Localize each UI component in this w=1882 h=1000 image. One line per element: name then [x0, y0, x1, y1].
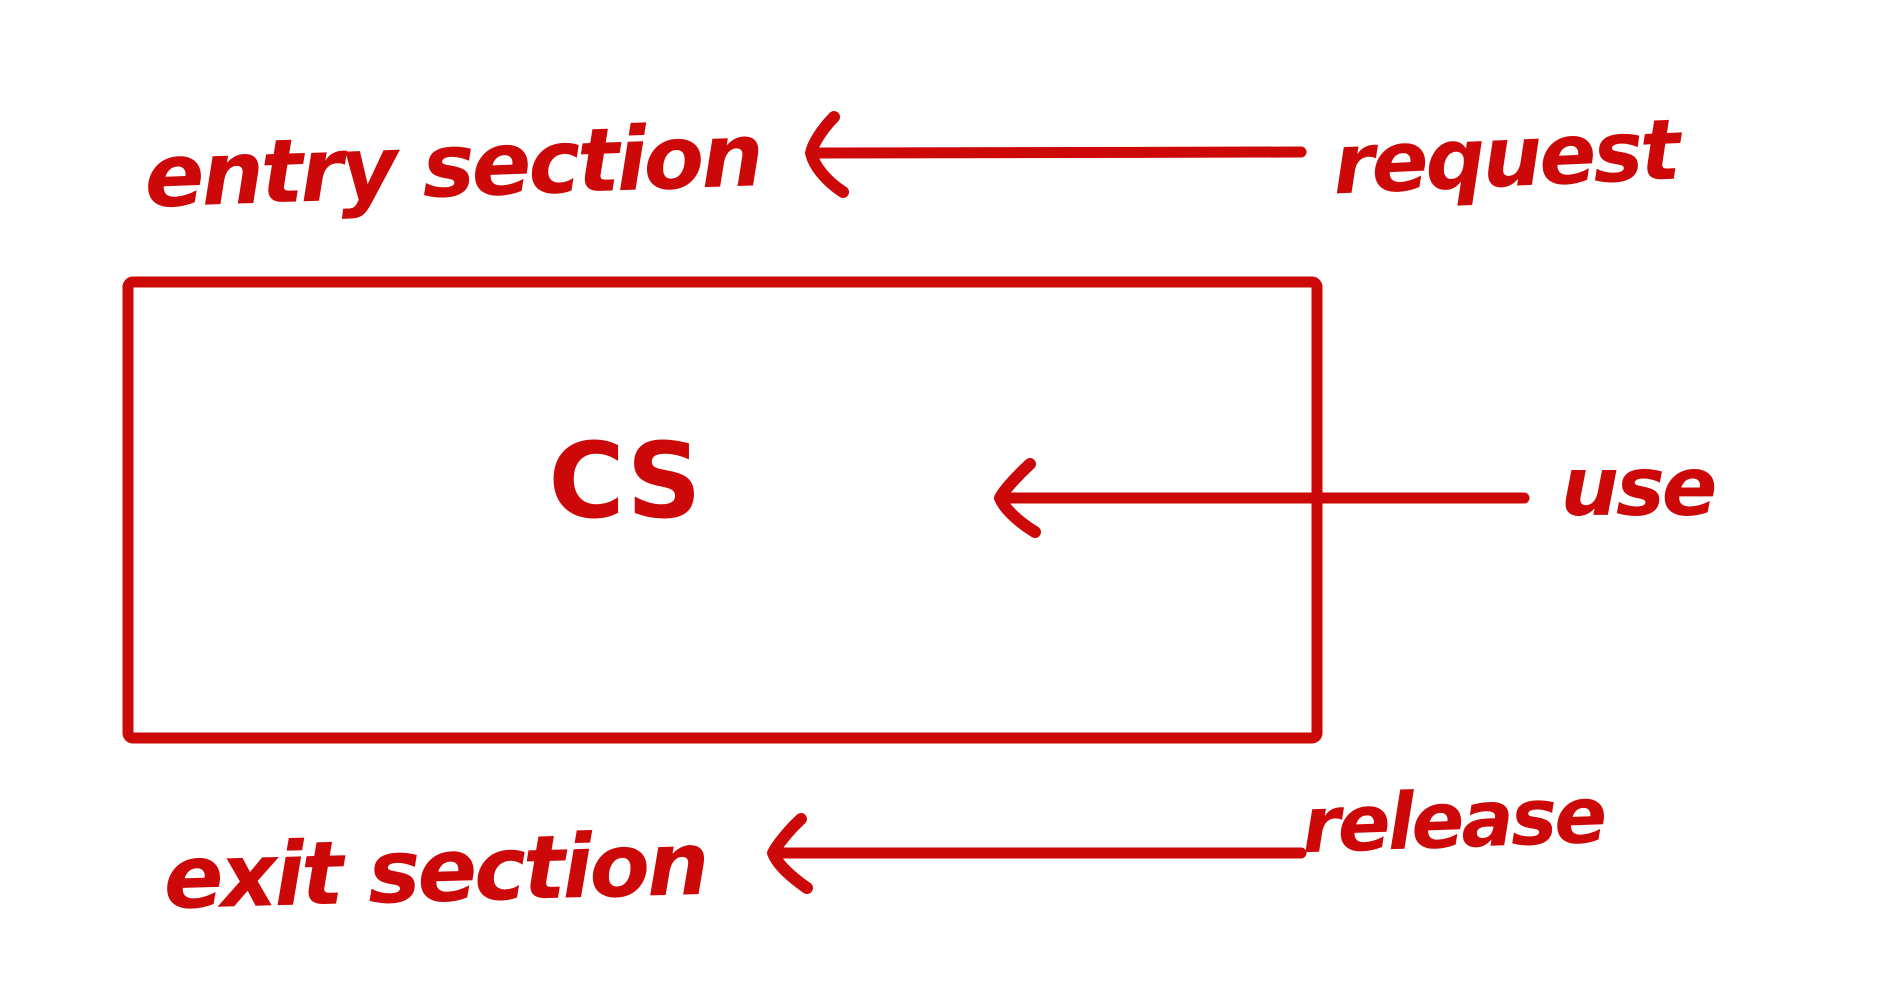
exit-section-label: exit section	[162, 811, 708, 929]
release-label: release	[1300, 770, 1606, 871]
request-label: request	[1330, 100, 1680, 214]
critical-section-label: CS	[548, 419, 702, 542]
release-arrow-icon	[767, 813, 1307, 894]
use-label: use	[1560, 439, 1718, 535]
critical-section-box	[122, 276, 1323, 744]
request-arrow-icon	[805, 111, 1307, 198]
entry-section-label: entry section	[142, 102, 763, 228]
use-arrow-icon	[994, 458, 1530, 538]
